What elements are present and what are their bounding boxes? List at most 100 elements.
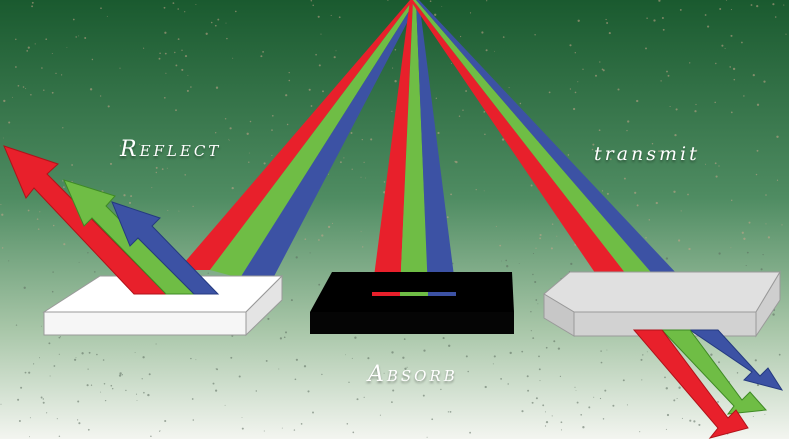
speckle-dot — [231, 186, 234, 190]
speckle-dot — [88, 351, 91, 354]
blue-ray — [416, 0, 456, 292]
speckle-dot — [462, 109, 464, 111]
green-arrow — [660, 329, 768, 415]
speckle-dot — [677, 239, 681, 242]
speckle-dot — [271, 129, 273, 131]
speckle-dot — [665, 257, 669, 260]
speckle-dot — [521, 410, 524, 413]
speckle-dot — [174, 51, 176, 54]
blue-ray — [416, 0, 694, 292]
speckle-dot — [348, 381, 350, 383]
speckle-dot — [550, 247, 553, 250]
speckle-dot — [567, 154, 570, 156]
speckle-dot — [106, 15, 108, 17]
speckle-dot — [285, 94, 288, 97]
speckle-dot — [601, 190, 604, 192]
speckle-dot — [330, 14, 332, 16]
speckle-dot — [161, 168, 164, 170]
speckle-dot — [665, 428, 667, 430]
speckle-dot — [38, 357, 41, 359]
speckle-dot — [321, 234, 324, 237]
speckle-dot — [465, 90, 468, 92]
speckle-dot — [486, 0, 488, 2]
speckle-dot — [674, 133, 677, 137]
speckle-dot — [551, 223, 554, 225]
speckle-dot — [783, 4, 785, 6]
red-ray — [410, 0, 640, 292]
speckle-dot — [78, 35, 80, 37]
speckle-dot — [502, 36, 505, 38]
speckle-dot — [71, 180, 73, 183]
speckle-dot — [151, 187, 153, 189]
speckle-dot — [530, 330, 532, 332]
speckle-dot — [465, 355, 468, 358]
speckle-dot — [493, 355, 496, 358]
speckle-dot — [215, 132, 217, 134]
speckle-dot — [343, 157, 345, 159]
speckle-dot — [776, 135, 779, 138]
speckle-dot — [52, 224, 55, 227]
speckle-dot — [695, 149, 698, 152]
speckle-dot — [745, 265, 747, 267]
speckle-dot — [667, 74, 670, 77]
speckle-dot — [307, 390, 310, 393]
speckle-dot — [542, 404, 545, 407]
speckle-dot — [717, 400, 719, 403]
speckle-dot — [746, 251, 749, 254]
incident-beam-transmit — [410, 0, 694, 292]
speckle-dot — [215, 86, 219, 89]
speckle-dot — [356, 398, 359, 401]
speckle-dot — [192, 205, 194, 208]
speckle-dot — [532, 337, 535, 340]
speckle-dot — [687, 193, 689, 196]
speckle-dot — [37, 228, 40, 230]
speckle-dot — [736, 372, 739, 374]
speckle-dot — [119, 145, 122, 147]
reflect-label: Reflect — [120, 137, 222, 162]
speckle-dot — [75, 36, 77, 38]
speckle-dot — [49, 375, 51, 377]
speckle-dot — [645, 47, 647, 50]
speckle-dot — [714, 101, 716, 104]
speckle-dot — [387, 0, 389, 1]
speckle-dot — [781, 224, 783, 226]
speckle-dot — [351, 168, 353, 170]
red-ray — [372, 0, 413, 292]
speckle-dot — [271, 114, 274, 117]
speckle-dot — [27, 209, 30, 212]
speckle-dot — [569, 44, 572, 47]
speckle-dot — [78, 261, 80, 263]
speckle-dot — [423, 373, 425, 375]
speckle-dot — [166, 167, 168, 169]
speckle-dot — [143, 47, 145, 49]
speckle-dot — [545, 346, 548, 349]
speckle-dot — [94, 271, 96, 273]
speckle-dot — [434, 13, 437, 16]
speckle-dot — [215, 389, 218, 392]
speckle-dot — [34, 43, 36, 45]
speckle-dot — [730, 111, 733, 114]
speckle-dot — [764, 414, 766, 416]
speckle-dot — [553, 340, 556, 343]
speckle-dot — [363, 161, 365, 163]
speckle-dot — [606, 22, 609, 24]
speckle-dot — [646, 17, 648, 19]
speckle-dot — [315, 53, 317, 56]
speckle-dot — [143, 391, 145, 394]
speckle-dot — [320, 33, 322, 35]
speckle-dot — [539, 380, 541, 382]
speckle-dot — [155, 166, 158, 169]
speckle-dot — [210, 21, 213, 24]
speckle-dot — [406, 366, 408, 368]
speckle-dot — [535, 299, 538, 301]
speckle-dot — [636, 99, 639, 103]
speckle-dot — [582, 68, 584, 70]
speckle-dot — [638, 155, 641, 157]
speckle-dot — [267, 317, 270, 320]
speckle-dot — [363, 396, 365, 398]
speckle-dot — [352, 431, 355, 434]
speckle-dot — [772, 3, 775, 6]
speckle-dot — [164, 52, 167, 55]
speckle-dot — [521, 350, 524, 353]
speckle-dot — [91, 58, 94, 61]
